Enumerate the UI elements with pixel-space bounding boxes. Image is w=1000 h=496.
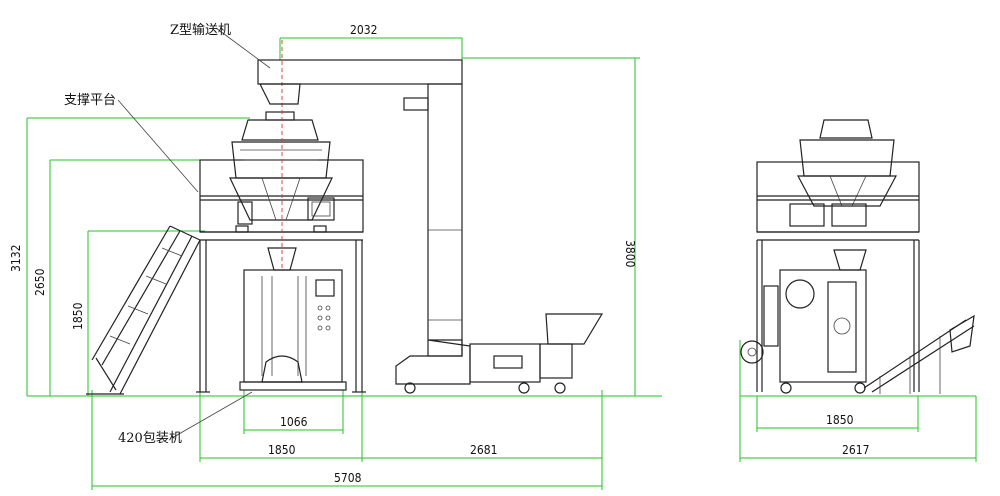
dim-frame-width: 1850 (268, 443, 296, 457)
label-conveyor: Z型输送机 (170, 22, 231, 38)
dim-conveyor-height: 3800 (623, 240, 637, 268)
dim-left-total: 3132 (9, 245, 23, 272)
dimension-lines (26, 37, 977, 490)
packing-machine (239, 247, 347, 391)
dim-side-frame: 1850 (826, 413, 854, 427)
side-platform (756, 161, 920, 392)
dim-overall-length: 5708 (334, 471, 362, 485)
label-packer: 420包装机 (118, 431, 182, 446)
dim-side-overall: 2617 (842, 443, 869, 457)
side-packer (740, 249, 867, 394)
text-labels: Z型输送机 支撑平台 420包装机 2032 3800 3132 2650 18… (9, 22, 869, 485)
front-view (86, 40, 604, 395)
dim-left-low: 1850 (71, 302, 85, 330)
dim-packer-width: 1066 (280, 415, 308, 429)
dim-conveyor-offset: 2681 (470, 443, 497, 457)
label-platform: 支撑平台 (64, 93, 116, 108)
side-view (740, 119, 975, 394)
support-platform (196, 159, 366, 393)
callout-leaders (117, 27, 271, 439)
z-conveyor (257, 59, 604, 394)
dim-left-mid: 2650 (33, 268, 47, 296)
output-conveyor (863, 314, 975, 394)
ladder (86, 225, 201, 395)
side-weigher (797, 119, 897, 207)
dim-top-width: 2032 (350, 23, 377, 37)
multihead-weigher (229, 111, 335, 233)
